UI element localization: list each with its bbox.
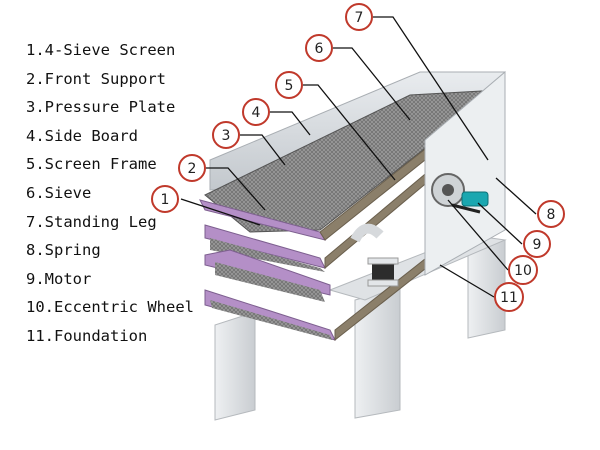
parts-legend: 1.4-Sieve Screen 2.Front Support 3.Press… <box>26 36 194 351</box>
leader-lines <box>180 16 537 298</box>
callout-4: 4 <box>252 105 261 121</box>
callout-5: 5 <box>285 78 294 94</box>
callout-7: 7 <box>355 10 364 26</box>
callout-markers <box>151 3 565 312</box>
legend-item-front-support: 2.Front Support <box>26 69 166 88</box>
legend-item-foundation: 11.Foundation <box>26 326 148 345</box>
legend-item-screen-frame: 5.Screen Frame <box>26 155 157 174</box>
legend-item-eccentric-wheel: 10.Eccentric Wheel <box>26 298 194 317</box>
callout-6: 6 <box>315 41 324 57</box>
legend-item-side-board: 4.Side Board <box>26 126 138 145</box>
end-plate <box>424 70 506 276</box>
bottom-sieve-deck <box>204 253 431 342</box>
callout-10: 10 <box>514 263 532 279</box>
legend-item-sieve: 6.Sieve <box>26 183 92 202</box>
legend-item-spring: 8.Spring <box>26 241 101 260</box>
legend-item-sieve-screen: 1.4-Sieve Screen <box>26 41 176 59</box>
motor <box>431 173 489 214</box>
legend-item-standing-leg: 7.Standing Leg <box>26 212 157 231</box>
middle-sieve-decks <box>204 168 431 302</box>
callout-1: 1 <box>161 192 170 208</box>
callout-3: 3 <box>222 128 231 144</box>
callout-11: 11 <box>500 290 518 306</box>
legend-item-pressure-plate: 3.Pressure Plate <box>26 98 176 117</box>
callout-9: 9 <box>533 237 542 253</box>
callout-8: 8 <box>547 207 556 223</box>
callout-2: 2 <box>188 161 197 177</box>
legend-item-motor: 9.Motor <box>26 269 92 288</box>
